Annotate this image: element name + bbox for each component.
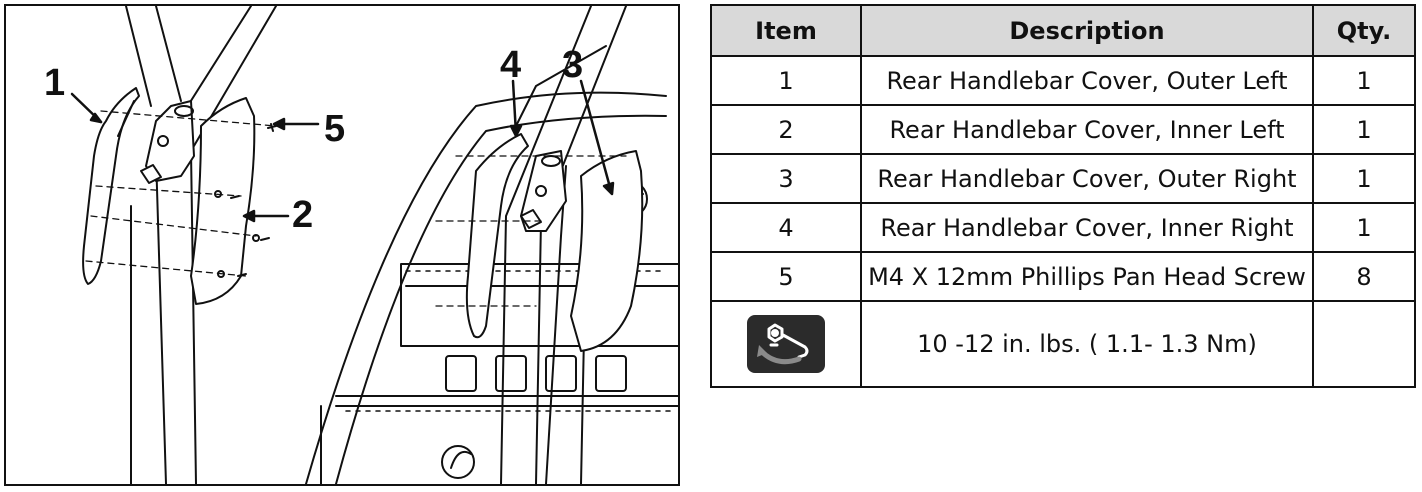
cell-torque-qty xyxy=(1312,300,1416,388)
torque-spec: 10 -12 in. lbs. ( 1.1- 1.3 Nm) xyxy=(860,300,1314,388)
parts-table: Item Description Qty. 1 Rear Handlebar C… xyxy=(710,4,1416,388)
table-row: 2 Rear Handlebar Cover, Inner Left 1 xyxy=(710,104,1416,155)
table-row: 5 M4 X 12mm Phillips Pan Head Screw 8 xyxy=(710,251,1416,302)
cell-qty: 8 xyxy=(1312,251,1416,302)
torque-wrench-icon xyxy=(747,315,825,373)
cell-description: Rear Handlebar Cover, Outer Left xyxy=(860,55,1314,106)
cell-item: 5 xyxy=(710,251,862,302)
cell-description: Rear Handlebar Cover, Inner Left xyxy=(860,104,1314,155)
cell-torque-icon xyxy=(710,300,862,388)
cell-qty: 1 xyxy=(1312,104,1416,155)
table-header-row: Item Description Qty. xyxy=(710,4,1416,57)
cell-qty: 1 xyxy=(1312,55,1416,106)
cell-item: 3 xyxy=(710,153,862,204)
left-frame-rail xyxy=(155,6,182,102)
cell-qty: 1 xyxy=(1312,153,1416,204)
callout-1: 1 xyxy=(44,62,66,104)
cell-qty: 1 xyxy=(1312,202,1416,253)
callout-5: 5 xyxy=(324,108,346,150)
cell-item: 4 xyxy=(710,202,862,253)
table-row: 1 Rear Handlebar Cover, Outer Left 1 xyxy=(710,55,1416,106)
table-row: 4 Rear Handlebar Cover, Inner Right 1 xyxy=(710,202,1416,253)
cell-item: 2 xyxy=(710,104,862,155)
cell-description: Rear Handlebar Cover, Inner Right xyxy=(860,202,1314,253)
right-frame-rail xyxy=(305,91,667,484)
callout-4: 4 xyxy=(500,44,522,86)
header-item: Item xyxy=(710,4,862,57)
header-description: Description xyxy=(860,4,1314,57)
left-frame-rail-edge xyxy=(125,6,152,107)
cell-description: Rear Handlebar Cover, Outer Right xyxy=(860,153,1314,204)
callout-leaders xyxy=(70,79,615,223)
table-row: 3 Rear Handlebar Cover, Outer Right 1 xyxy=(710,153,1416,204)
callout-3: 3 xyxy=(562,44,584,86)
torque-row: 10 -12 in. lbs. ( 1.1- 1.3 Nm) xyxy=(710,300,1416,388)
cell-item: 1 xyxy=(710,55,862,106)
header-qty: Qty. xyxy=(1312,4,1416,57)
assembly-illustration: 1 2 3 4 5 xyxy=(4,4,680,486)
cell-description: M4 X 12mm Phillips Pan Head Screw xyxy=(860,251,1314,302)
callout-2: 2 xyxy=(292,194,314,236)
exploded-view-drawing xyxy=(70,6,678,484)
